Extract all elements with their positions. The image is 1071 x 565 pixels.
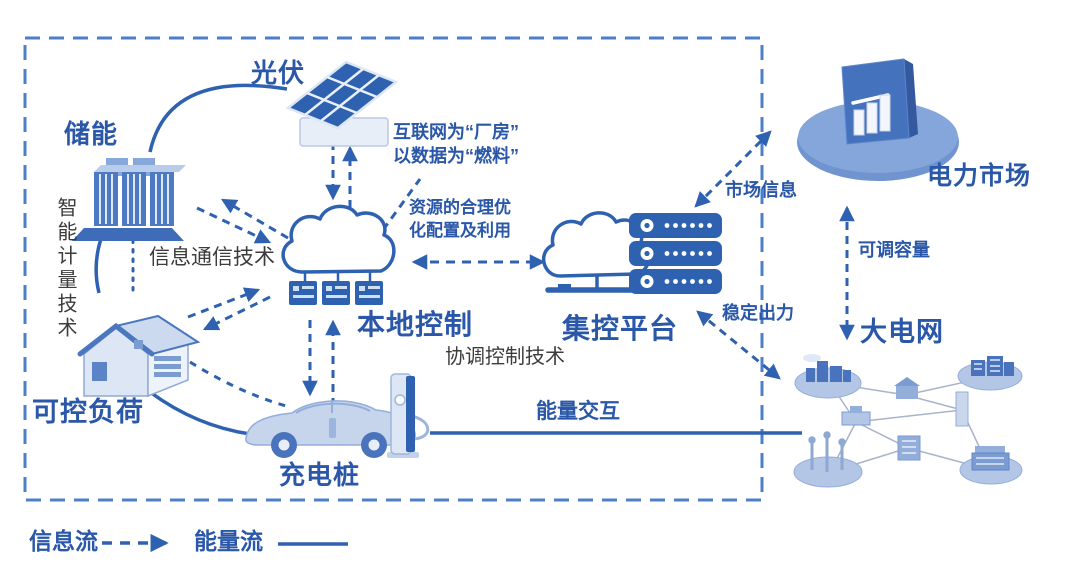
resource-annotation-line2: 化配置及利用 [409, 220, 511, 240]
energy-storage-pv-arc [148, 83, 288, 153]
house-icon [77, 314, 201, 398]
control-platform-icon [541, 211, 722, 294]
market-info-label: 市场信息 [725, 180, 797, 200]
coordination-label: 协调控制技术 [445, 346, 565, 368]
information-flows [131, 130, 855, 408]
flow-storage-to-cloud [196, 206, 272, 244]
pv-label: 光伏 [251, 58, 306, 88]
main-grid-label: 大电网 [860, 317, 944, 347]
resource-annotation: 资源的合理优 化配置及利用 [409, 197, 511, 243]
legend-symbols [102, 533, 348, 553]
charger-label: 充电桩 [279, 460, 361, 490]
flow-cloud-to-storage [220, 198, 289, 240]
legend-energy-flow-label: 能量流 [194, 528, 263, 554]
power-market-label: 电力市场 [927, 162, 1032, 190]
energy-load-ev-arc [148, 390, 251, 436]
vpp-boundary-frame [23, 36, 764, 502]
load-label: 可控负荷 [32, 397, 144, 427]
power-market-icon [797, 58, 959, 181]
local-control-label: 本地控制 [357, 309, 474, 340]
buildings-glyph [971, 356, 1014, 376]
ev-car-icon [245, 400, 416, 458]
city-glyph [803, 354, 851, 382]
energy-flows [94, 83, 802, 436]
storage-label: 储能 [64, 119, 119, 149]
resource-annotation-line1: 资源的合理优 [409, 198, 511, 217]
internet-annotation: 互联网为“厂房” 以数据为“燃料” [393, 120, 519, 169]
factory-glyph [971, 446, 1010, 471]
wind-turbines-glyph [808, 431, 846, 472]
smart-metering-label: 智能计量技术 [54, 197, 76, 341]
flow-load-to-cloud [187, 287, 261, 319]
legend-info-flow-label: 信息流 [29, 528, 98, 554]
stable-output-label: 稳定出力 [722, 303, 794, 323]
main-grid-icon [793, 354, 1023, 488]
internet-annotation-line1: 互联网为“厂房” [393, 122, 519, 142]
leader-cloud-annotation [381, 178, 422, 231]
substation-glyphs [841, 377, 969, 461]
energy-storage-load-arc [94, 235, 104, 294]
solar-panel-icon [285, 60, 399, 147]
storage-icon [72, 158, 186, 241]
flow-stable-output [696, 310, 781, 380]
ict-label: 信息通信技术 [149, 246, 275, 269]
flow-load-to-ev [189, 360, 287, 408]
adjustable-capacity-label: 可调容量 [858, 240, 930, 260]
charging-pile-icon [387, 373, 430, 458]
internet-annotation-line2: 以数据为“燃料” [393, 146, 519, 167]
local-control-icon [281, 204, 396, 305]
control-platform-label: 集控平台 [562, 313, 679, 344]
flow-market-info [694, 130, 772, 208]
flow-cloud-to-load [202, 295, 271, 331]
energy-exchange-label: 能量交互 [536, 400, 620, 423]
